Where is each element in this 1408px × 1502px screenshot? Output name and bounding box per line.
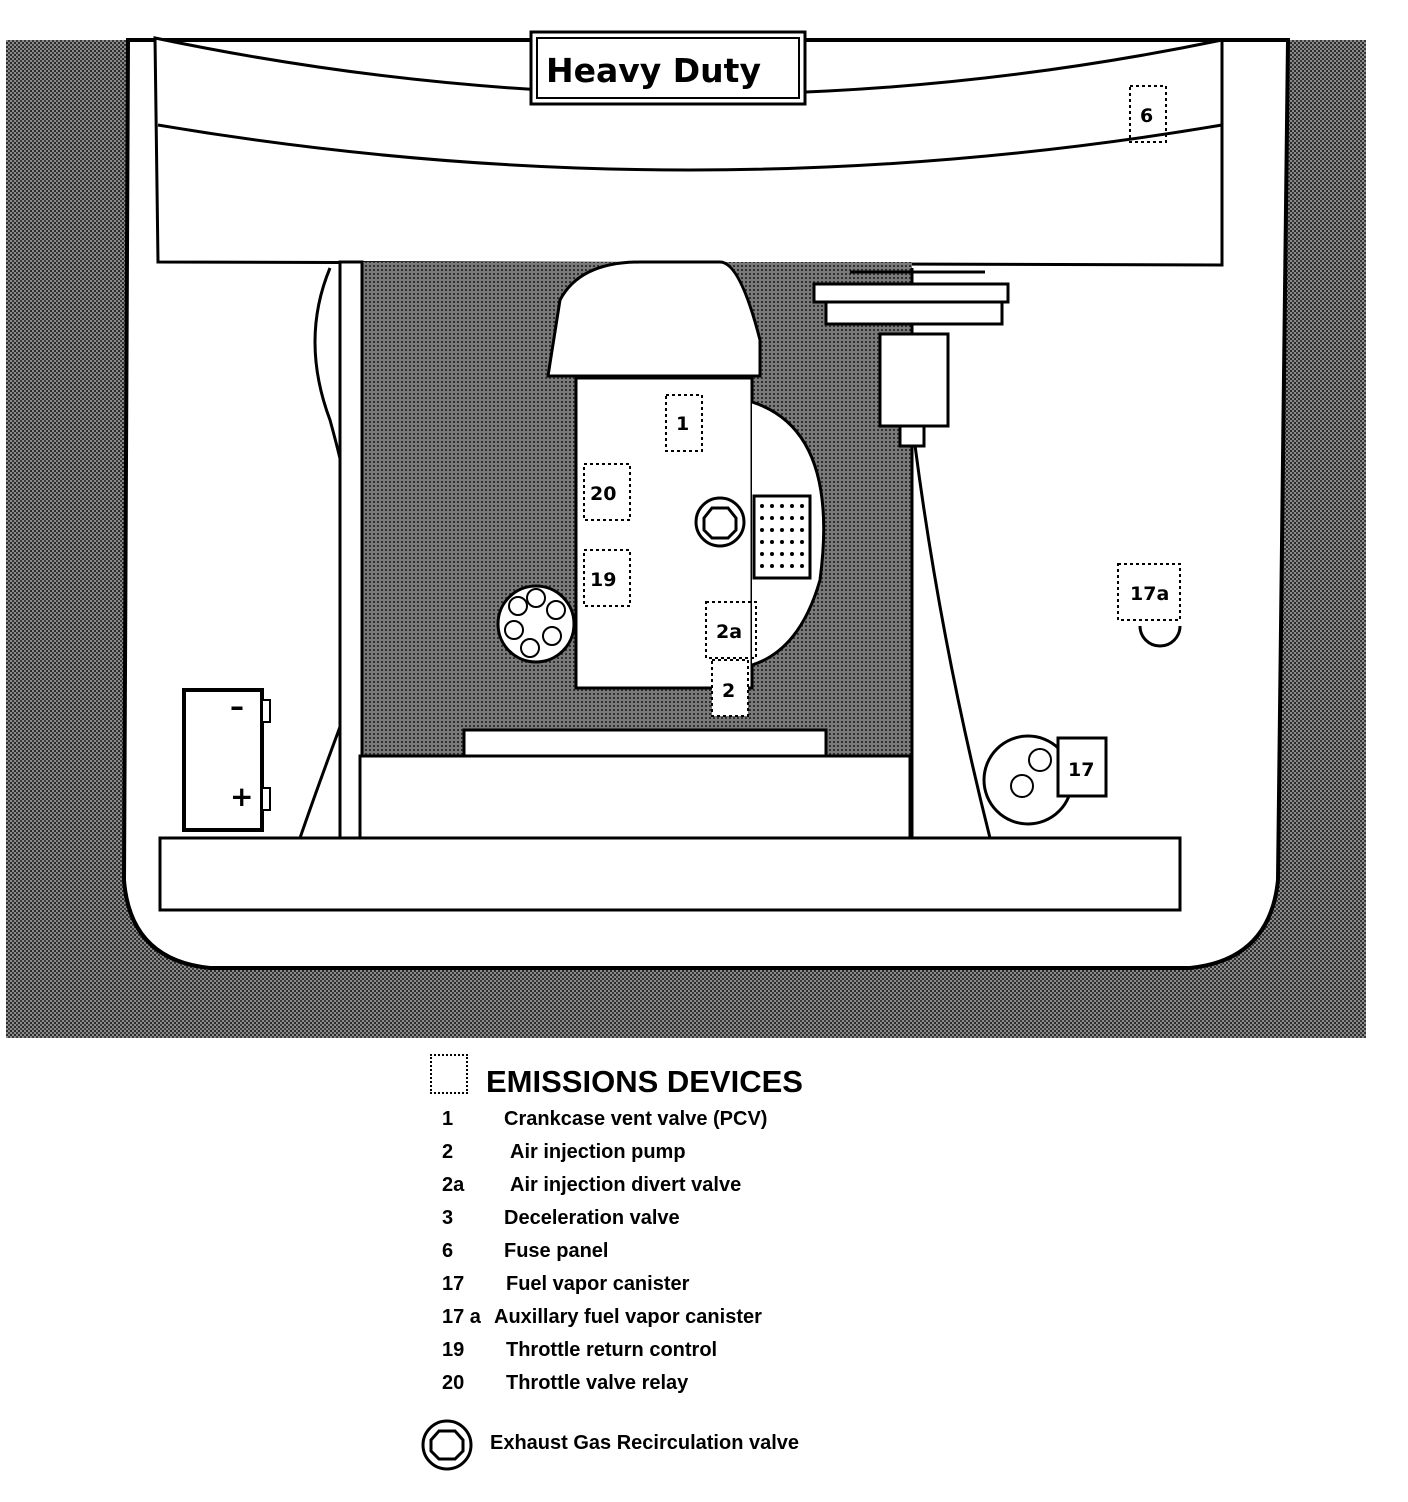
legend-dotted-box-icon	[430, 1054, 468, 1094]
nameplate-text: Heavy Duty	[546, 51, 761, 90]
hood-crease	[157, 123, 1223, 172]
callout-17: 17	[1068, 759, 1094, 781]
battery-minus: –	[230, 690, 244, 723]
legend: EMISSIONS DEVICES 1 Crankcase vent valve…	[420, 1050, 1120, 1490]
battery: – +	[182, 688, 271, 832]
air-cleaner	[546, 260, 762, 378]
radiator-top	[462, 728, 828, 758]
callout-20: 20	[590, 483, 616, 505]
callout-17a: 17a	[1130, 583, 1169, 605]
radiator-support	[358, 754, 912, 840]
egr-valve-marker	[694, 496, 746, 548]
fuel-vapor-canister	[982, 734, 1108, 826]
nameplate	[529, 30, 807, 106]
callout-1: 1	[676, 413, 689, 435]
engine-compartment-diagram: Heavy Duty 6 1 20 19 2a 2	[6, 30, 1366, 1038]
distributor-cap	[496, 584, 576, 664]
battery-plus: +	[230, 780, 253, 813]
legend-title: EMISSIONS DEVICES	[486, 1064, 803, 1099]
front-crossmember	[158, 836, 1182, 912]
egr-label: Exhaust Gas Recirculation valve	[490, 1432, 800, 1454]
callout-2: 2	[722, 680, 735, 702]
callout-6-box	[1129, 85, 1167, 143]
egr-valve-icon	[421, 1419, 473, 1471]
brake-master-cylinder	[812, 270, 1010, 448]
aux-canister	[1138, 625, 1182, 648]
callout-19: 19	[590, 569, 616, 591]
legend-egr-row: Exhaust Gas Recirculation valve	[420, 1418, 920, 1471]
callout-6: 6	[1140, 105, 1153, 127]
callout-2a: 2a	[716, 621, 742, 643]
